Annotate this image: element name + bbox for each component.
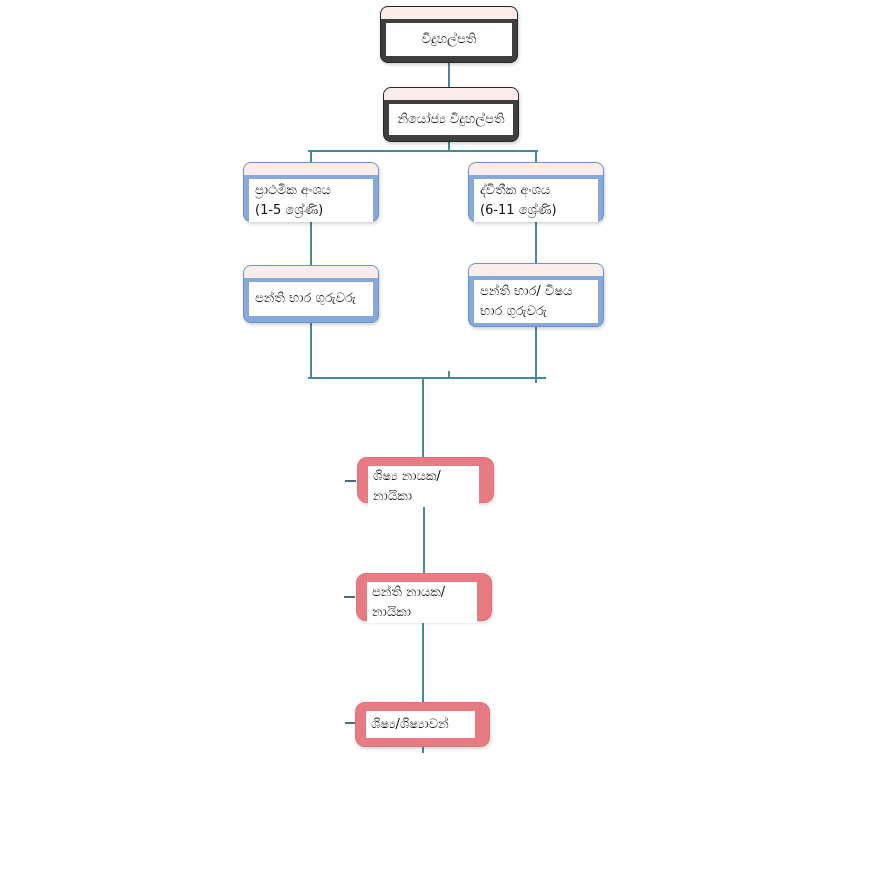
connector-class-leaders-left-dash [344,596,355,598]
node-primary-section: ප්‍රාථමික අංශය (1-5 ශ්‍රේණි) [243,162,379,222]
connector-branch-top-horizontal [308,150,538,152]
connector-principal-deputy [448,63,450,88]
node-header-strip [244,163,378,175]
node-primary-section-line2: (1-5 ශ්‍රේණි) [255,202,324,218]
connector-primary-merge [310,323,312,378]
node-class-leaders: පන්ති නායක/ නායිකා [356,573,492,623]
node-secondary-class-teachers-line1: පන්ති භාර/ විෂය [480,284,573,299]
node-primary-section-line1: ප්‍රාථමික අංශය [255,183,331,198]
connector-merge-center-tick [448,371,450,377]
connector-students-bottom-stub [422,747,424,753]
node-secondary-section-line2: (6-11 ශ්‍රේණි) [480,202,557,218]
node-secondary-section-line1: ද්විතීක අංශය [480,183,551,198]
connector-branch-right-stub [535,152,537,162]
node-principal-label: විදුහල්පති [421,31,477,47]
node-student-leaders-line1: ශිෂ්‍ය නායක/ [373,469,441,484]
node-class-leaders-line2: නායිකා [372,604,412,620]
node-primary-class-teachers: පන්ති භාර ගුරුවරු [243,265,379,323]
node-student-leaders-line2: නායිකා [373,488,413,504]
connector-merge-horizontal [308,377,546,379]
connector-student-class-leaders [423,503,425,573]
node-header-strip [469,163,603,175]
connector-secondary-teachers [535,222,537,265]
node-deputy-principal-label: නියෝජ්‍ය විදුහල්පති [397,111,505,127]
node-student-leaders: ශිෂ්‍ය නායක/ නායිකා [357,457,494,507]
node-students-label: ශිෂ්‍ය/ශිෂ්‍යාවන් [371,716,449,732]
node-primary-class-teachers-label: පන්ති භාර ගුරුවරු [255,291,356,307]
connector-students-left-dash [345,722,356,724]
node-secondary-class-teachers-line2: භාර ගුරුවරු [480,303,547,319]
node-secondary-section: ද්විතීක අංශය (6-11 ශ්‍රේණි) [468,162,604,222]
node-header-strip [381,7,517,19]
node-class-leaders-line1: පන්ති නායක/ [372,585,446,600]
node-secondary-class-teachers: පන්ති භාර/ විෂය භාර ගුරුවරු [468,263,604,327]
node-header-strip [469,264,603,276]
connector-deputy-stem [448,142,450,152]
connector-primary-teachers [310,222,312,265]
connector-class-leaders-students [422,621,424,702]
node-principal: විදුහල්පති [380,6,518,63]
node-deputy-principal: නියෝජ්‍ය විදුහල්පති [383,87,519,142]
connector-branch-left-stub [310,152,312,162]
connector-student-leaders-left-dash [345,480,356,482]
node-header-strip [384,88,518,100]
connector-secondary-merge [535,327,537,383]
node-students: ශිෂ්‍ය/ශිෂ්‍යාවන් [355,702,490,747]
node-header-strip [244,266,378,278]
connector-merge-student-leaders [422,379,424,457]
